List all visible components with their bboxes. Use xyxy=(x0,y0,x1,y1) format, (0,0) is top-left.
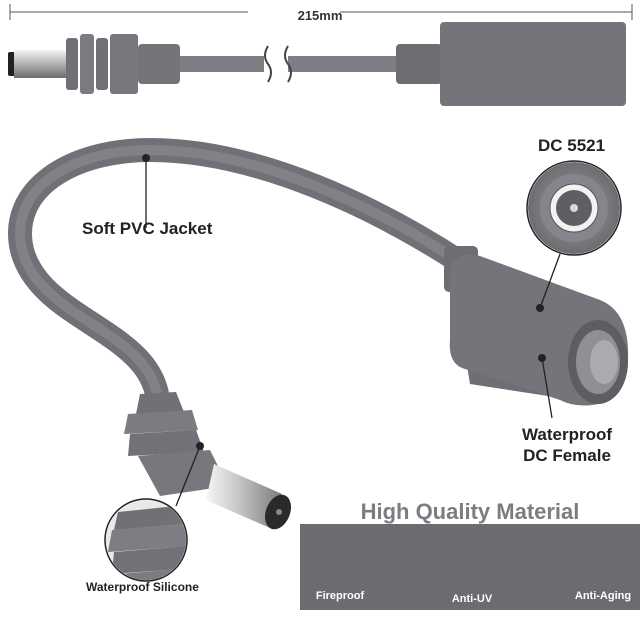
feature-label-anti-uv: Anti-UV xyxy=(451,593,493,605)
callout-lines xyxy=(142,154,561,507)
top-cable-diagram xyxy=(8,22,626,106)
feature-label-anti-aging: Anti-Aging xyxy=(574,590,632,602)
quality-band xyxy=(300,524,640,610)
dimension-label: 215mm xyxy=(297,8,343,23)
callout-dc-female: DC Female xyxy=(523,446,611,465)
quality-band-title: High Quality Material xyxy=(360,499,580,524)
callout-waterproof: Waterproof xyxy=(521,425,613,444)
callout-waterproof-silicone: Waterproof Silicone xyxy=(86,580,199,594)
callout-dc-5521: DC 5521 xyxy=(538,136,606,155)
feature-label-fireproof: Fireproof xyxy=(315,590,365,602)
curved-cable xyxy=(8,137,472,412)
dimension-line xyxy=(9,4,633,20)
dc-male-plug xyxy=(124,392,292,530)
callout-soft-pvc-jacket: Soft PVC Jacket xyxy=(82,219,213,238)
silicone-detail-circle xyxy=(104,498,188,582)
connector-detail-circle xyxy=(526,160,622,256)
dc-female-connector xyxy=(444,246,629,406)
